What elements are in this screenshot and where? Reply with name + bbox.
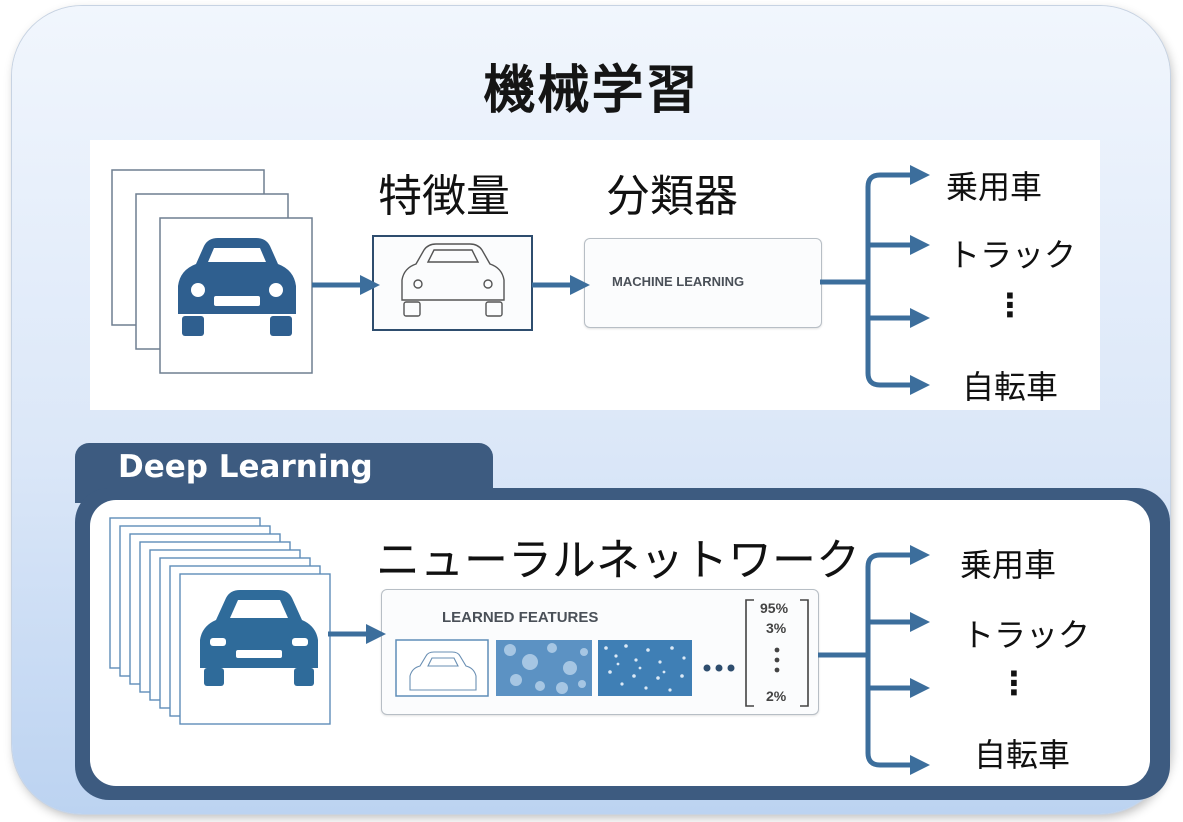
feature-tile-car (395, 639, 489, 697)
feature-label: 特徴量 (378, 171, 510, 222)
ml-arrowheads (910, 165, 930, 395)
page-title: 機械学習 (483, 61, 700, 121)
probability-vector-bracket (745, 599, 809, 707)
deep-learning-tab-label: Deep Learning (118, 449, 373, 485)
ml-output-ellipsis: ⋮ (994, 286, 1026, 324)
prob-3: 3% (766, 620, 787, 636)
prob-95: 95% (760, 600, 789, 616)
ellipsis-dots (703, 664, 735, 672)
dl-output-bicycle: 自転車 (974, 736, 1071, 774)
dl-arrows (328, 552, 912, 768)
dl-car-icon (200, 590, 318, 686)
feature-box (372, 235, 533, 331)
learned-features-title: LEARNED FEATURES (442, 609, 599, 626)
prob-2: 2% (766, 688, 787, 704)
ml-arrows (312, 172, 912, 388)
ml-output-truck: トラック (948, 236, 1077, 274)
ml-output-bicycle: 自転車 (962, 368, 1059, 406)
classifier-box-text: MACHINE LEARNING (612, 274, 745, 289)
car-outline-icon (401, 243, 505, 317)
classifier-label: 分類器 (606, 171, 738, 222)
feature-tile-texture-2 (598, 640, 692, 696)
dl-arrowheads (910, 545, 930, 775)
dl-output-truck: トラック (962, 616, 1091, 654)
dl-output-ellipsis: ⋮ (998, 664, 1030, 702)
ml-output-car: 乗用車 (946, 168, 1043, 206)
car-icon (178, 238, 296, 336)
neural-network-label: ニューラルネットワーク (376, 535, 860, 586)
dl-output-car: 乗用車 (960, 546, 1057, 584)
